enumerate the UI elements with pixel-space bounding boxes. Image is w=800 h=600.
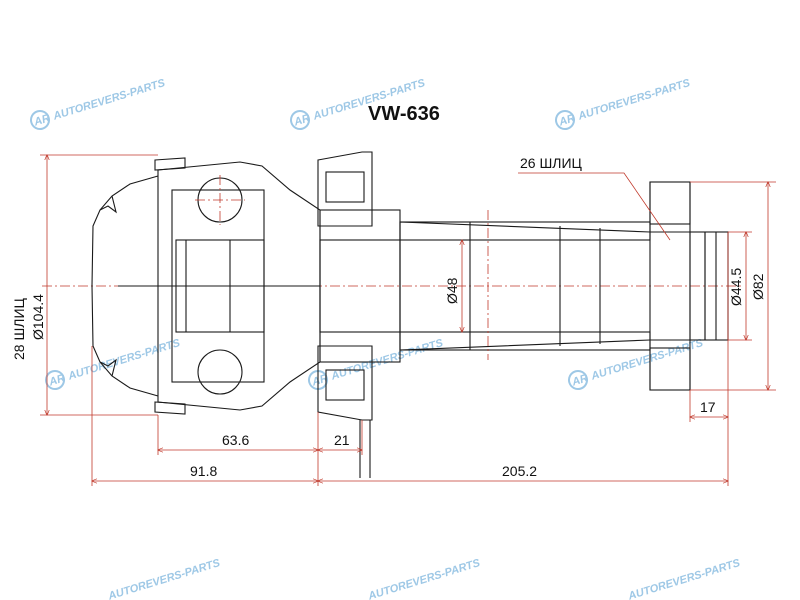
watermark-text: AUTOREVERS-PARTS — [589, 337, 705, 383]
watermark-logo-text: AR — [310, 372, 330, 388]
watermark-text: AUTOREVERS-PARTS — [576, 77, 692, 123]
watermark-1: AR AUTOREVERS-PARTS — [30, 77, 167, 130]
watermark-text: AUTOREVERS-PARTS — [51, 77, 167, 123]
label-len-e: 17 — [700, 399, 716, 415]
right-flange-top — [649, 181, 691, 225]
watermark-text: AUTOREVERS-PARTS — [66, 337, 182, 383]
boot-clamp-top — [154, 157, 186, 171]
label-len-b: 21 — [334, 432, 350, 448]
flange-ring-top — [317, 151, 373, 227]
label-len-a: 63.6 — [222, 432, 249, 448]
watermark-logo-text: AR — [32, 112, 52, 128]
label-splines-right: 26 ШЛИЦ — [520, 155, 583, 171]
watermark-text: AUTOREVERS-PARTS — [626, 557, 742, 600]
boot-fold-lower — [99, 358, 117, 377]
watermark-9: AUTOREVERS-PARTS — [626, 557, 742, 600]
label-dia-left: Ø104.4 — [30, 294, 46, 340]
watermark-text: AUTOREVERS-PARTS — [366, 557, 482, 600]
watermark-logo-icon — [30, 110, 50, 130]
watermark-logo-icon — [568, 370, 588, 390]
right-flange-bottom — [649, 347, 691, 391]
watermark-3: AR AUTOREVERS-PARTS — [555, 77, 692, 130]
cv-joint-drawing — [91, 151, 729, 478]
watermark-logo-icon — [290, 110, 310, 130]
dimension-labels: 28 ШЛИЦ Ø104.4 26 ШЛИЦ Ø48 Ø44.5 Ø82 63.… — [11, 155, 766, 479]
dimension-lines — [40, 155, 776, 486]
watermark-logo-text: AR — [292, 112, 312, 128]
part-number-title: VW-636 — [368, 103, 440, 125]
label-len-c: 91.8 — [190, 463, 217, 479]
seal-top — [325, 171, 365, 203]
watermark-7: AUTOREVERS-PARTS — [106, 557, 222, 600]
watermark-8: AUTOREVERS-PARTS — [366, 557, 482, 600]
watermark-logo-text: AR — [557, 112, 577, 128]
watermark-text: AUTOREVERS-PARTS — [106, 557, 222, 600]
seal-bottom — [325, 369, 365, 401]
watermark-logo-icon — [308, 370, 328, 390]
boot-outline — [91, 175, 159, 397]
label-splines-left: 28 ШЛИЦ — [11, 297, 27, 360]
label-dia-right-inner: Ø44.5 — [728, 268, 744, 306]
label-len-d: 205.2 — [502, 463, 537, 479]
cv-ball — [197, 349, 243, 395]
watermark-logo-icon — [555, 110, 575, 130]
boot-fold-upper — [99, 195, 117, 214]
label-dia-shaft: Ø48 — [444, 277, 460, 304]
label-dia-right-outer: Ø82 — [750, 273, 766, 300]
flange-ring-bottom — [317, 345, 373, 421]
watermark-text: AUTOREVERS-PARTS — [329, 337, 445, 383]
watermark-logo-text: AR — [47, 372, 67, 388]
watermark-6: AR AUTOREVERS-PARTS — [568, 337, 705, 390]
dim-spline-leader — [518, 172, 671, 241]
watermark-logo-text: AR — [570, 372, 590, 388]
watermark-group: AR AUTOREVERS-PARTS AR AUTOREVERS-PARTS … — [30, 77, 742, 600]
